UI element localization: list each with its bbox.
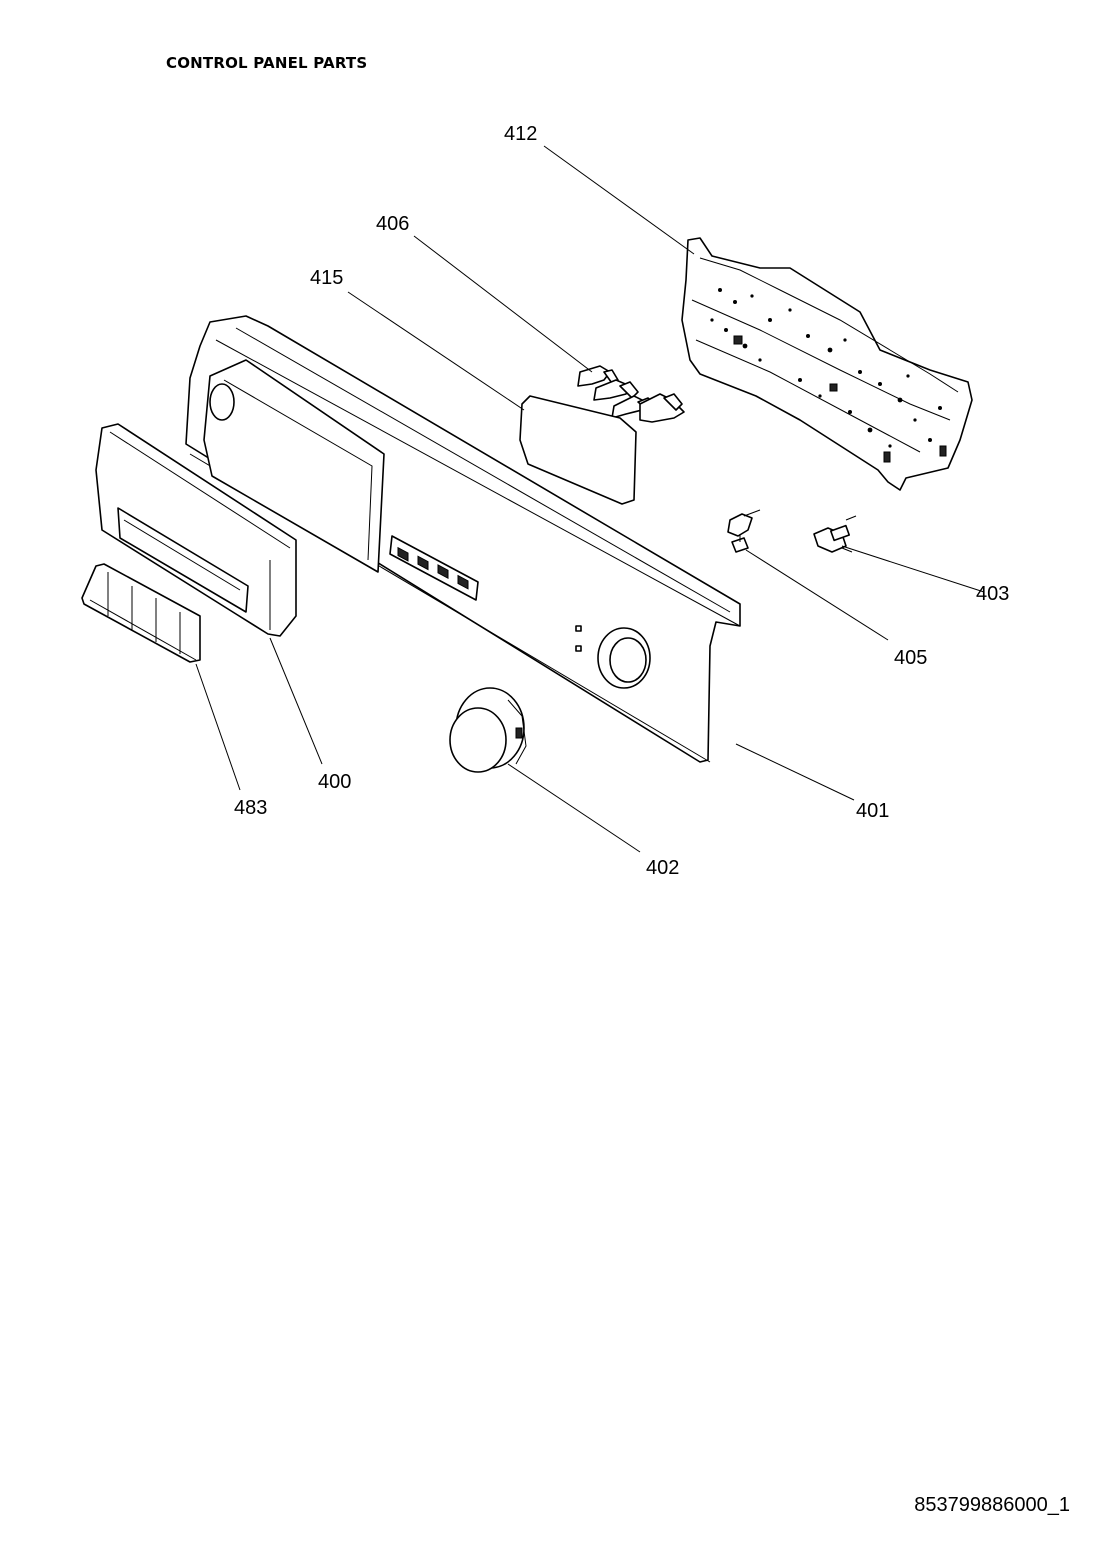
callout-415: 415 [310, 267, 343, 289]
leader-400 [269, 637, 323, 765]
callout-400: 400 [318, 771, 351, 793]
leader-lines [195, 145, 985, 853]
callout-405: 405 [894, 647, 927, 669]
callout-403: 403 [976, 583, 1009, 605]
leader-405 [745, 549, 889, 641]
part-403-connector [813, 515, 857, 553]
document-code: 853799886000_1 [914, 1494, 1070, 1516]
callout-406: 406 [376, 213, 409, 235]
part-402-knob [449, 687, 527, 773]
leader-483 [195, 663, 241, 791]
callout-402: 402 [646, 857, 679, 879]
callout-483: 483 [234, 797, 267, 819]
leader-403 [841, 545, 985, 593]
callout-412: 412 [504, 123, 537, 145]
part-405-small-switch [727, 509, 761, 553]
leader-401 [735, 743, 855, 801]
leader-402 [507, 763, 641, 853]
leader-415 [347, 291, 525, 411]
part-400-drawer-handle [95, 423, 297, 637]
callout-401: 401 [856, 800, 889, 822]
page-title: CONTROL PANEL PARTS [166, 54, 368, 72]
callout-labels: 412 406 415 403 405 400 483 401 402 [234, 123, 1009, 879]
part-412-control-board [681, 237, 973, 491]
leader-412 [543, 145, 695, 255]
part-406-lever-keys [577, 365, 685, 423]
part-401-control-panel [185, 315, 741, 763]
leader-406 [413, 235, 593, 373]
part-483-ribbed-insert [81, 563, 201, 663]
